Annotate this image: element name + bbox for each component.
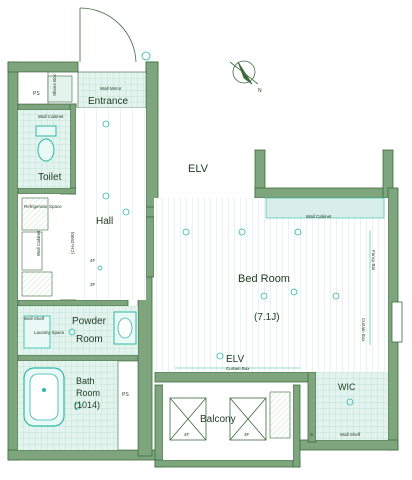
compass-icon xyxy=(229,60,259,85)
powder-sink xyxy=(113,311,137,345)
ps-top-label: PS xyxy=(33,91,40,97)
wall-cabinet-bed-label: Wall Cabinet xyxy=(306,214,332,219)
bedroom-size-label: (7.1J) xyxy=(254,312,280,323)
wic-wall-shelf-label: Wall Shelf xyxy=(340,432,361,437)
ps-bottom-label: PS xyxy=(122,392,129,398)
compass-n: N xyxy=(258,88,262,94)
wall-cabinet-bed xyxy=(265,197,385,219)
ps-top-area xyxy=(17,71,49,105)
powder-label: Powder xyxy=(72,316,107,327)
balcony-4f-label: 4F xyxy=(184,432,190,437)
shoes-box-label: Shoes Box xyxy=(52,73,57,96)
refrigerator-space xyxy=(21,197,49,231)
laundry-label: Laundry Space xyxy=(34,330,65,335)
bath-label-2: Room xyxy=(76,388,100,398)
wic-floor xyxy=(316,372,388,440)
shoes-box xyxy=(47,75,73,103)
bathtub xyxy=(23,367,65,427)
bath-label: Bath xyxy=(76,376,95,386)
floor-4f-label: 4F xyxy=(90,258,96,263)
toilet-label: Toilet xyxy=(38,172,62,183)
elv-label: ELV xyxy=(188,163,209,175)
wic-label: WIC xyxy=(338,382,356,392)
hall-floor xyxy=(76,108,146,300)
bedroom-label: Bed Room xyxy=(238,273,290,285)
wall-mirror-label: Wall Mirror xyxy=(100,86,122,91)
curtain-box-bottom-label: Curtain Box xyxy=(226,366,250,371)
window-right xyxy=(391,301,403,343)
elv-bottom-label: ELV xyxy=(226,354,244,365)
toilet-bowl xyxy=(35,125,57,162)
balcony-storage xyxy=(269,391,291,439)
door-marker xyxy=(141,51,151,61)
laundry-space xyxy=(23,315,51,349)
powder-label-2: Room xyxy=(76,334,103,345)
entrance-label: Entrance xyxy=(88,96,128,107)
wall-cabinet-toilet-label: Wall Cabinet xyxy=(38,114,64,119)
wic-s-label: S xyxy=(310,432,313,437)
refrigerator-label: Refrigerator Space xyxy=(24,204,62,209)
curtain-box-right-label: Curtain Box xyxy=(361,318,366,342)
wall-cabinet-hall-label: Wall Cabinet xyxy=(36,230,41,256)
bedroom-floor xyxy=(154,198,388,372)
hall-label: Hall xyxy=(96,216,113,227)
wall-shelf-label: Wall Shelf xyxy=(24,316,45,321)
ps-bottom-area xyxy=(117,360,139,451)
balcony-ac-units xyxy=(169,397,267,441)
fancy-bar-label: Fancy Bar xyxy=(371,250,376,271)
hall-cabinet xyxy=(21,231,43,271)
entrance-floor xyxy=(77,71,147,109)
electrical-symbols xyxy=(68,120,354,410)
balcony-3f-label: 3F xyxy=(244,432,250,437)
floor-3f-label: 3F xyxy=(90,282,96,287)
balcony-label: Balcony xyxy=(200,414,236,425)
ch-note: (CH=2500) xyxy=(70,231,75,254)
hall-kitchen-unit xyxy=(21,271,53,297)
bath-size-label: (1014) xyxy=(74,400,100,410)
entrance-door[interactable] xyxy=(79,7,137,63)
